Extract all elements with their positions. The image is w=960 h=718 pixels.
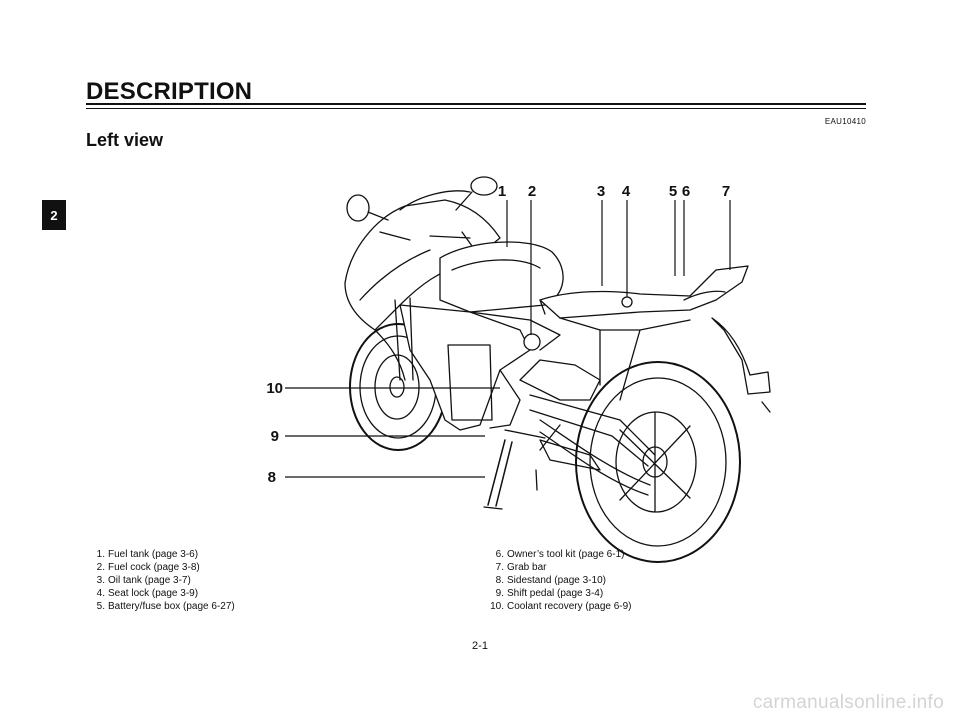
item-text: Fuel tank (page 3-6) — [108, 549, 199, 560]
callout-6: 6 — [682, 183, 690, 200]
callout-3: 3 — [597, 183, 605, 200]
parts-list-item: 3.Oil tank (page 3-7) — [91, 574, 235, 587]
parts-list-left: 1.Fuel tank (page 3-6) 2.Fuel cock (page… — [91, 548, 235, 613]
callout-9: 9 — [271, 428, 279, 445]
page-number: 2-1 — [472, 640, 488, 652]
parts-list-item: 2.Fuel cock (page 3-8) — [91, 561, 235, 574]
item-text: Owner’s tool kit (page 6-1) — [507, 549, 625, 560]
item-text: Fuel cock (page 3-8) — [108, 562, 200, 573]
watermark: carmanualsonline.info — [752, 692, 944, 713]
section-title: DESCRIPTION — [86, 78, 253, 105]
callout-1: 1 — [498, 183, 506, 200]
callout-2: 2 — [528, 183, 536, 200]
parts-list-item: 9.Shift pedal (page 3-4) — [490, 587, 632, 600]
callout-8: 8 — [268, 469, 276, 486]
item-text: Sidestand (page 3-10) — [507, 575, 606, 586]
item-number: 6. — [495, 549, 504, 560]
item-text: Coolant recovery (page 6-9) — [507, 601, 632, 612]
item-number: 2. — [96, 562, 105, 573]
parts-list-item: 1.Fuel tank (page 3-6) — [91, 548, 235, 561]
item-number: 9. — [495, 588, 504, 599]
callout-5: 5 — [669, 183, 677, 200]
item-text: Battery/fuse box (page 6-27) — [108, 601, 235, 612]
title-rule — [86, 103, 866, 105]
motorcycle-drawing — [344, 176, 771, 563]
subsection-title: Left view — [86, 130, 164, 150]
callout-10: 10 — [266, 380, 283, 397]
parts-list-item: 7.Grab bar — [490, 561, 632, 574]
chapter-tab: 2 — [42, 200, 66, 230]
item-number: 1. — [96, 549, 105, 560]
parts-list-item: 10.Coolant recovery (page 6-9) — [490, 600, 632, 613]
item-text: Oil tank (page 3-7) — [108, 575, 191, 586]
callout-4: 4 — [622, 183, 631, 200]
title-rule-thin — [86, 108, 866, 109]
parts-list-right: 6.Owner’s tool kit (page 6-1) 7.Grab bar… — [490, 548, 632, 613]
item-number: 8. — [495, 575, 504, 586]
item-number: 4. — [96, 588, 105, 599]
parts-list-item: 8.Sidestand (page 3-10) — [490, 574, 632, 587]
doc-code: EAU10410 — [824, 117, 866, 126]
parts-list-item: 6.Owner’s tool kit (page 6-1) — [490, 548, 632, 561]
item-number: 10. — [490, 601, 504, 612]
parts-list-item: 5.Battery/fuse box (page 6-27) — [91, 600, 235, 613]
item-text: Grab bar — [507, 562, 547, 573]
item-text: Seat lock (page 3-9) — [108, 588, 199, 599]
callout-leader-lines — [285, 200, 731, 478]
parts-list-item: 4.Seat lock (page 3-9) — [91, 587, 235, 600]
item-number: 7. — [495, 562, 504, 573]
item-number: 5. — [96, 601, 105, 612]
callout-7: 7 — [722, 183, 730, 200]
item-number: 3. — [96, 575, 105, 586]
item-text: Shift pedal (page 3-4) — [507, 588, 604, 599]
